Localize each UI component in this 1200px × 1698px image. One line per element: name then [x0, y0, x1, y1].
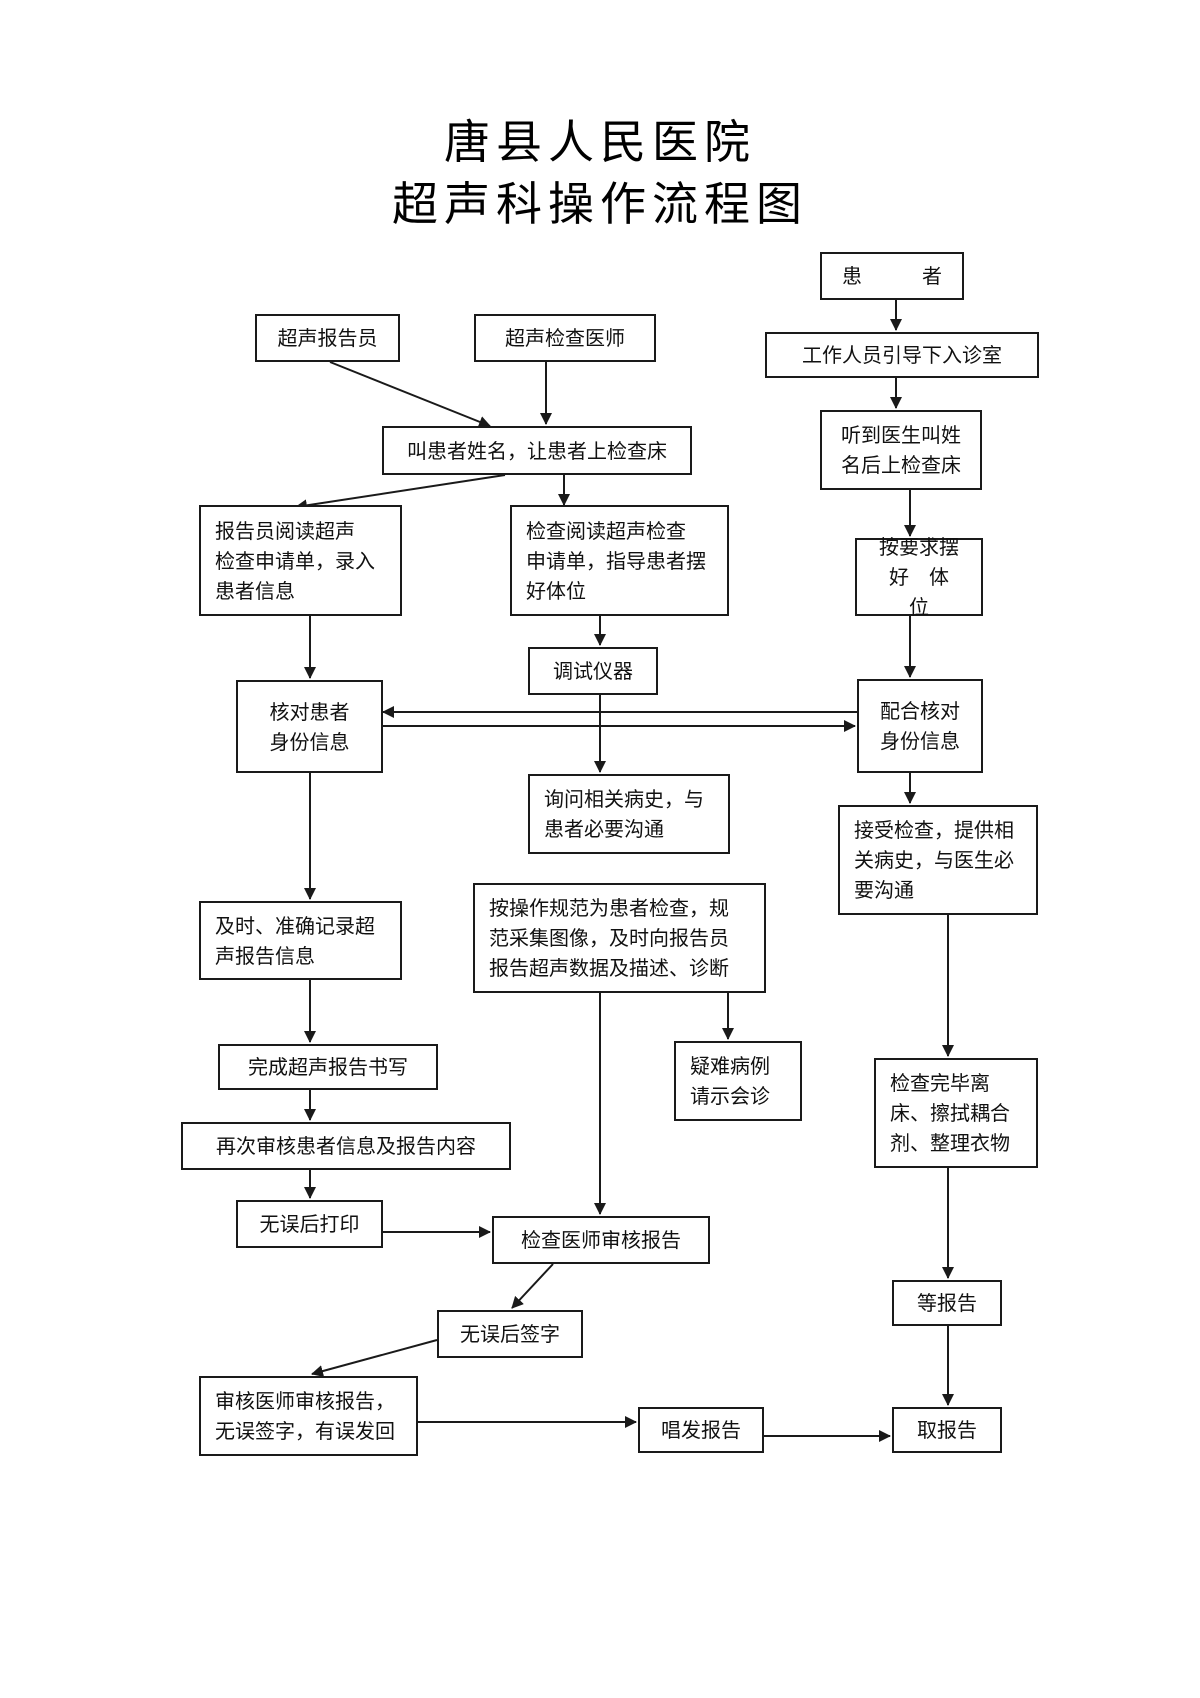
node-wait-report: 等报告	[892, 1280, 1002, 1326]
arrow-reporter-to-call	[329, 361, 491, 428]
node-ask-history: 询问相关病史，与 患者必要沟通	[528, 774, 730, 854]
node-get-report: 取报告	[892, 1407, 1002, 1453]
node-accept-exam: 接受检查，提供相 关病史，与医生必 要沟通	[838, 805, 1038, 915]
node-recheck: 再次审核患者信息及报告内容	[181, 1122, 511, 1170]
node-difficult-case: 疑难病例 请示会诊	[674, 1041, 802, 1121]
node-doctor-review: 检查医师审核报告	[492, 1216, 710, 1264]
node-announce: 唱发报告	[638, 1407, 764, 1453]
node-staff-guide: 工作人员引导下入诊室	[765, 332, 1039, 378]
node-reporter: 超声报告员	[255, 314, 400, 362]
node-reporter-read: 报告员阅读超声 检查申请单，录入 患者信息	[199, 505, 402, 616]
node-verify-identity: 核对患者 身份信息	[236, 680, 383, 773]
node-cooperate-verify: 配合核对 身份信息	[857, 679, 983, 773]
node-debug-instrument: 调试仪器	[528, 647, 658, 695]
node-exam-done: 检查完毕离 床、擦拭耦合 剂、整理衣物	[874, 1058, 1038, 1168]
node-record-info: 及时、准确记录超 声报告信息	[199, 901, 402, 980]
node-doctor-read: 检查阅读超声检查 申请单，指导患者摆 好体位	[510, 505, 729, 616]
node-hear-name: 听到医生叫姓 名后上检查床	[820, 410, 982, 490]
node-complete-report: 完成超声报告书写	[218, 1044, 438, 1090]
node-position-request: 按要求摆 好 体 位	[855, 535, 983, 619]
node-standard-exam: 按操作规范为患者检查，规 范采集图像，及时向报告员 报告超声数据及描述、诊断	[473, 883, 766, 993]
node-reviewer: 审核医师审核报告， 无误签字，有误发回	[199, 1376, 418, 1456]
node-print: 无误后打印	[236, 1200, 383, 1248]
arrow-call-to-reporter-read	[295, 474, 506, 512]
arrow-sign-to-reviewer	[311, 1339, 438, 1377]
node-sign: 无误后签字	[437, 1310, 583, 1358]
node-patient: 患 者	[820, 252, 964, 300]
flowchart-title: 超声科操作流程图	[392, 177, 808, 231]
arrow-review-to-sign	[511, 1263, 554, 1309]
hospital-title: 唐县人民医院	[444, 115, 756, 169]
node-exam-doctor: 超声检查医师	[474, 314, 656, 362]
node-call-patient: 叫患者姓名，让患者上检查床	[382, 426, 692, 475]
